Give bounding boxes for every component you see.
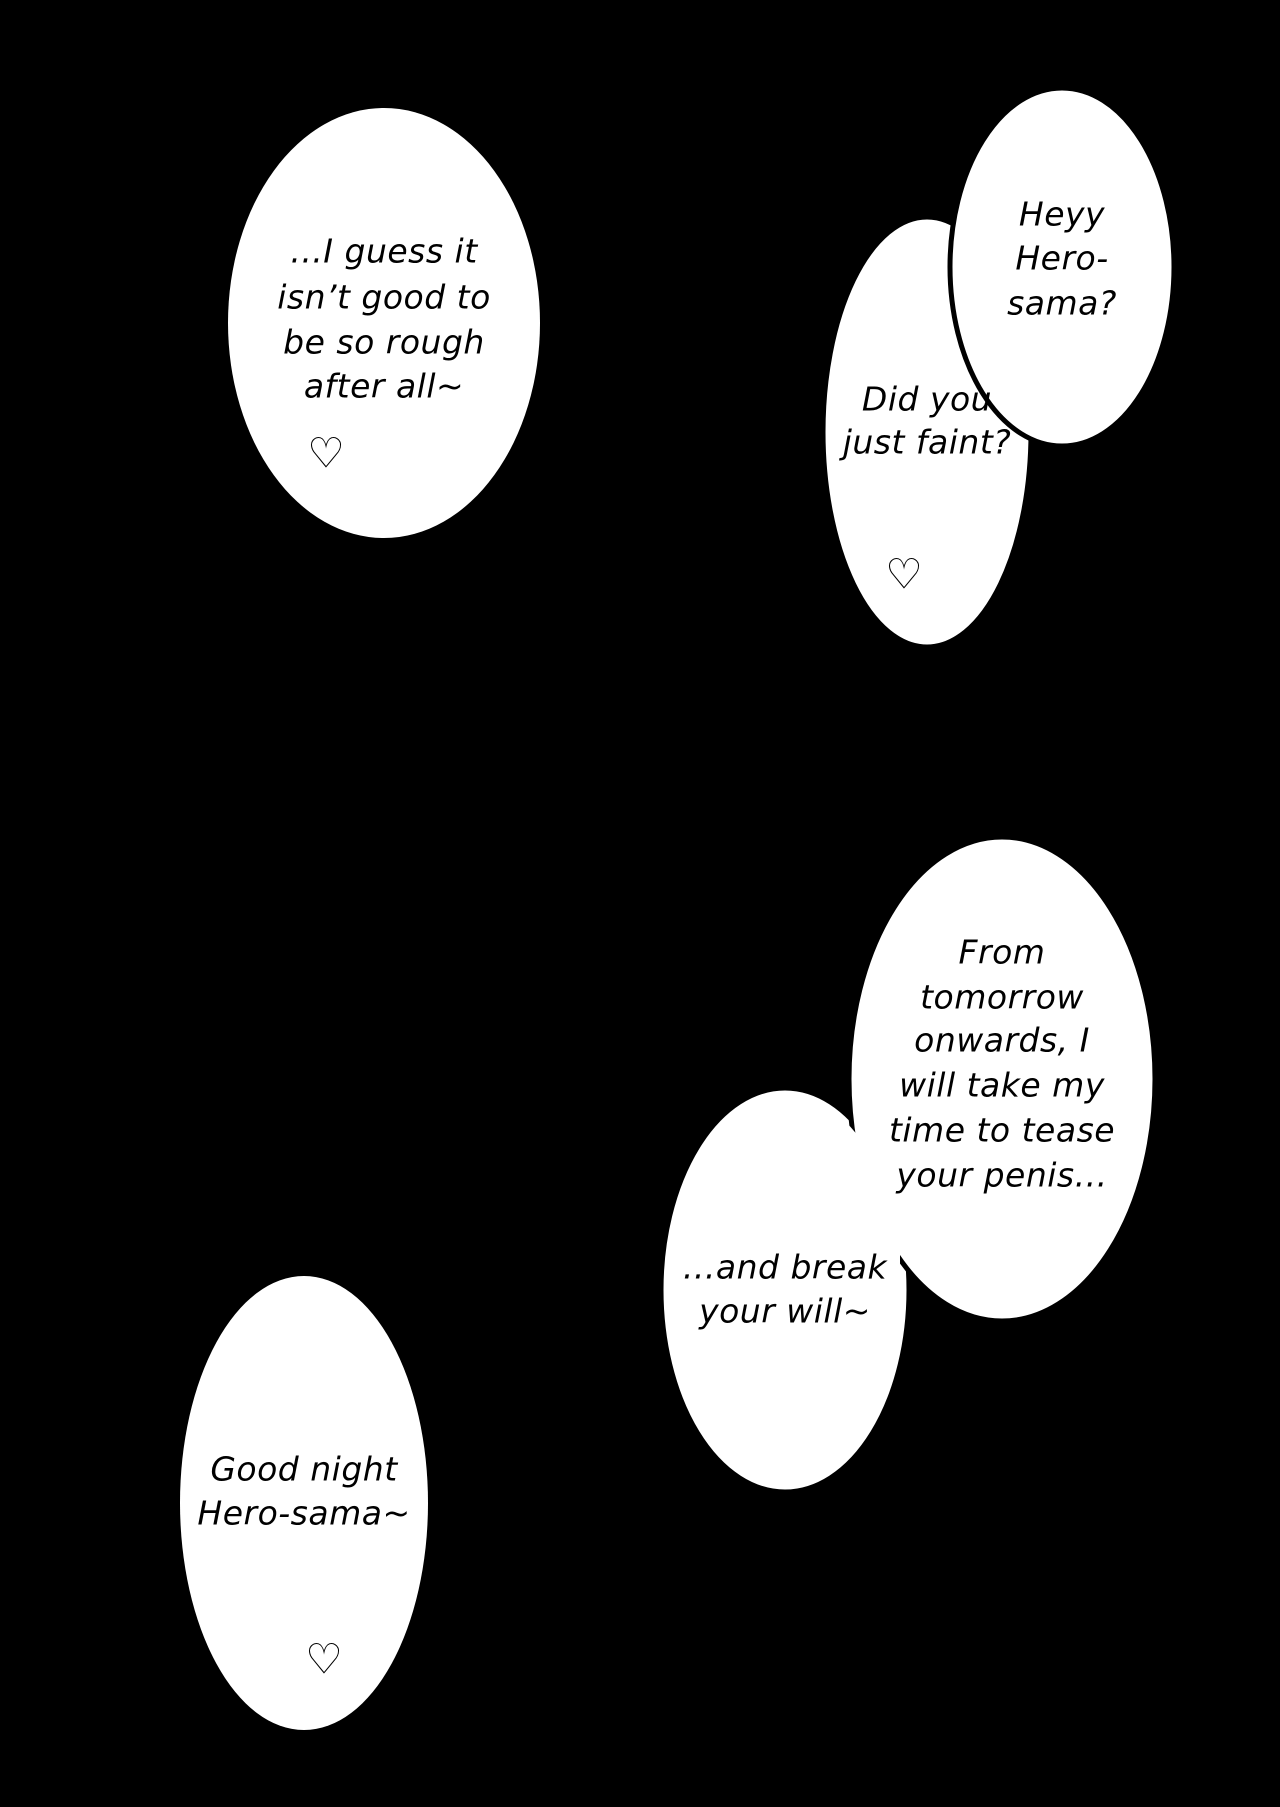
- bubble-text: tomorrow: [920, 977, 1084, 1017]
- heart-icon: ♡: [885, 549, 923, 599]
- bubble-text: after all~: [303, 366, 465, 406]
- bubble-text: just faint?: [842, 422, 1012, 462]
- bubble-text: your penis...: [896, 1155, 1108, 1195]
- bubble-heyy: [947, 85, 1177, 449]
- bubble-text: sama?: [1007, 283, 1117, 323]
- heart-icon: ♡: [305, 1634, 343, 1684]
- bubble-text: be so rough: [283, 322, 485, 362]
- bubble-text: time to tease: [888, 1110, 1116, 1150]
- bubble-text: your will~: [699, 1291, 871, 1331]
- bubble-text: From: [958, 932, 1046, 972]
- heart-icon: ♡: [307, 428, 345, 478]
- bubble-text: Did you: [861, 379, 993, 419]
- bubble-text: onwards, I: [914, 1020, 1090, 1060]
- bubble-rough: [228, 108, 540, 538]
- bubble-text: ...I guess it: [290, 231, 478, 271]
- bubble-text: isn’t good to: [277, 277, 491, 317]
- bubble-text: ...and break: [682, 1247, 888, 1287]
- bubble-text: Heyy: [1018, 194, 1106, 234]
- bubble-text: will take my: [899, 1065, 1105, 1105]
- bubble-break-front: [667, 1094, 900, 1486]
- bubble-tomorrow: [846, 834, 1158, 1324]
- bubble-text: Hero-sama~: [197, 1493, 411, 1533]
- bubble-goodnight: [180, 1276, 428, 1730]
- bubble-text: Good night: [210, 1449, 398, 1489]
- bubble-text: Hero-: [1015, 238, 1109, 278]
